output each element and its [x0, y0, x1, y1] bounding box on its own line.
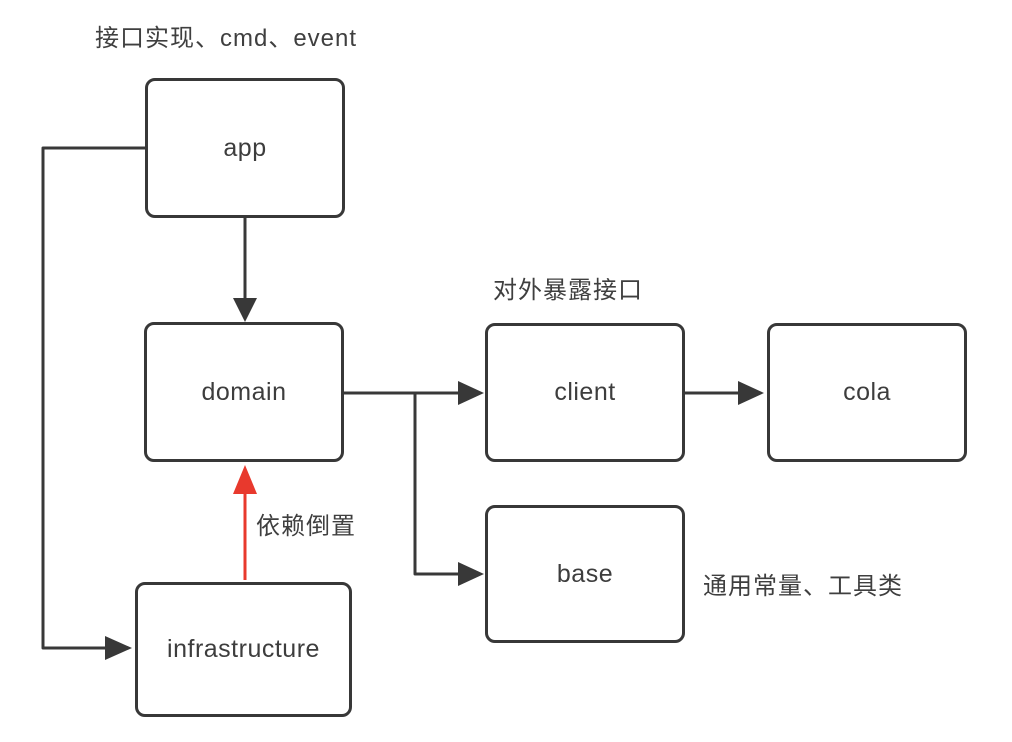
node-cola-label: cola	[843, 378, 891, 406]
node-app: app	[145, 78, 345, 218]
annotation-dependency-inversion: 依赖倒置	[256, 513, 356, 540]
arrowhead-domain-base	[458, 562, 484, 586]
node-client: client	[485, 323, 685, 462]
arrowhead-app-infrastructure	[105, 636, 132, 660]
annotation-client-note: 对外暴露接口	[493, 277, 643, 304]
node-infrastructure: infrastructure	[135, 582, 352, 717]
arrowhead-infrastructure-domain	[233, 465, 257, 494]
arrowhead-client-cola	[738, 381, 764, 405]
node-domain-label: domain	[201, 377, 287, 406]
edge-app-infrastructure	[41, 146, 145, 650]
arrowhead-domain-client	[458, 381, 484, 405]
node-app-label: app	[223, 133, 267, 162]
node-infrastructure-label: infrastructure	[167, 635, 320, 663]
annotation-base-note: 通用常量、工具类	[703, 573, 903, 600]
node-domain: domain	[144, 322, 344, 462]
node-base: base	[485, 505, 685, 643]
node-base-label: base	[556, 559, 614, 588]
node-cola: cola	[767, 323, 967, 462]
arrowhead-app-domain	[233, 298, 257, 322]
edge-domain-base	[413, 393, 460, 576]
annotation-app-note: 接口实现、cmd、event	[95, 25, 358, 52]
node-client-label: client	[554, 378, 616, 406]
